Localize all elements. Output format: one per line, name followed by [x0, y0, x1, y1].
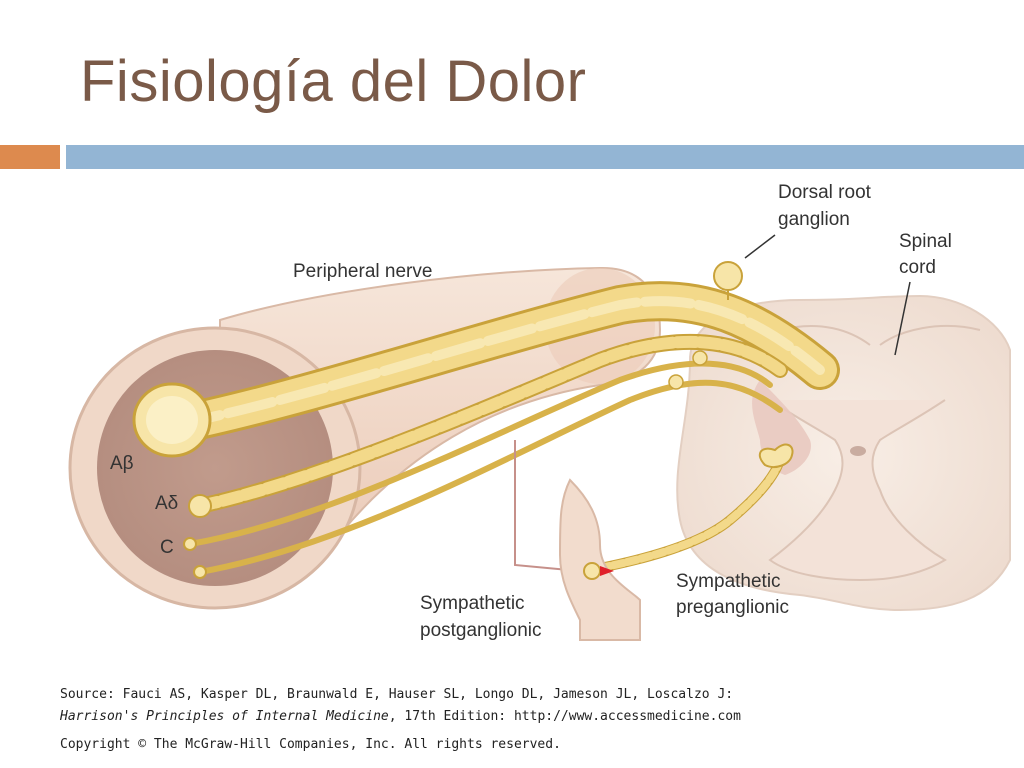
caption-book-line: Harrison's Principles of Internal Medici… [60, 706, 960, 728]
sympathetic-arrow-icon [600, 566, 614, 576]
label-a-delta: Aδ [155, 493, 178, 514]
label-spinal-cord-1: Spinal [899, 231, 952, 252]
sympathetic-ganglion [558, 478, 641, 641]
label-sympathetic-post-2: postganglionic [420, 620, 541, 641]
spinal-cord-leader [894, 281, 911, 356]
caption-book-title: Harrison's Principles of Internal Medici… [60, 709, 389, 724]
label-dorsal-root-1: Dorsal root [778, 182, 872, 203]
spinal-cord [676, 294, 1011, 612]
label-sympathetic-pre-2: preganglionic [676, 597, 789, 618]
slide-title: Fisiología del Dolor [80, 49, 587, 114]
pain-physiology-diagram: Dorsal root ganglion Spinal cord Periphe… [68, 182, 1011, 641]
sympathetic-pathway [514, 440, 794, 641]
accent-bar-blue [66, 145, 1024, 169]
label-sympathetic-pre-1: Sympathetic [676, 571, 781, 592]
label-a-beta: Aβ [110, 453, 134, 474]
figure-caption: Source: Fauci AS, Kasper DL, Braunwald E… [60, 684, 960, 756]
accent-bar-orange [0, 145, 60, 169]
central-canal [850, 446, 866, 456]
label-c-fiber: C [160, 537, 174, 558]
caption-source: Source: Fauci AS, Kasper DL, Braunwald E… [60, 687, 734, 702]
caption-copyright: Copyright © The McGraw-Hill Companies, I… [60, 737, 561, 752]
c-fibers [183, 360, 783, 579]
label-peripheral-nerve: Peripheral nerve [293, 261, 432, 282]
caption-book-rest: , 17th Edition: http://www.accessmedicin… [388, 709, 741, 724]
label-sympathetic-post-1: Sympathetic [420, 593, 525, 614]
a-beta-fiber [132, 281, 840, 458]
label-spinal-cord-2: cord [899, 257, 936, 278]
dorsal-root-ganglion [668, 234, 776, 390]
a-delta-fiber [188, 333, 788, 518]
label-dorsal-root-2: ganglion [778, 209, 850, 230]
